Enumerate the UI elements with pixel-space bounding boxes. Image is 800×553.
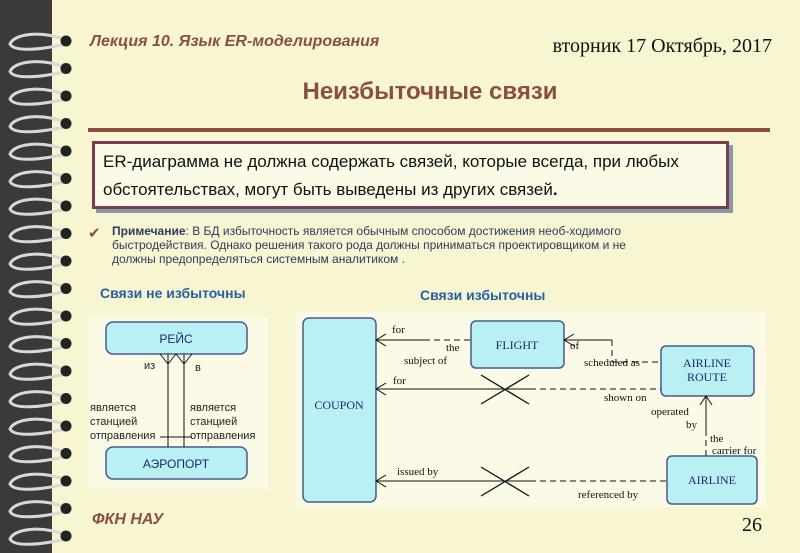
label-scheduled-as: scheduled as bbox=[584, 357, 640, 369]
binding-ring bbox=[8, 390, 72, 409]
note-text: : В БД избыточность является обычным спо… bbox=[112, 224, 626, 266]
entity-flight-label: FLIGHT bbox=[496, 338, 539, 352]
title-divider bbox=[88, 128, 770, 132]
entity-airport-label: АЭРОПОРТ bbox=[143, 457, 210, 471]
note-paragraph: Примечание: В БД избыточность является о… bbox=[112, 224, 672, 266]
entity-coupon bbox=[302, 317, 377, 503]
crowfoot-coupon-airline bbox=[375, 474, 387, 488]
binding-ring bbox=[8, 142, 72, 161]
binding-ring bbox=[8, 60, 72, 79]
label-shown-on: shown on bbox=[604, 392, 647, 404]
right-diagram: COUPON FLIGHT AIRLINE ROUTE AIRLINE for … bbox=[296, 312, 766, 507]
binding-ring bbox=[8, 170, 72, 189]
binding-ring bbox=[8, 115, 72, 134]
role-right-3: отправления bbox=[190, 430, 255, 442]
binding-ring bbox=[8, 87, 72, 106]
label-the: the bbox=[446, 342, 460, 354]
slide-date: вторник 17 Октябрь, 2017 bbox=[552, 35, 772, 57]
entity-flight bbox=[470, 320, 565, 369]
role-right-1: является bbox=[190, 402, 236, 414]
crowfoot-top bbox=[159, 353, 193, 365]
footer-org: ФКН НАУ bbox=[92, 511, 164, 528]
binding-ring bbox=[8, 527, 72, 546]
binding-ring bbox=[8, 335, 72, 354]
label-of: of bbox=[570, 340, 580, 352]
entity-coupon-label: COUPON bbox=[314, 398, 364, 412]
label-the-2: the bbox=[710, 433, 724, 445]
main-statement-box: ER-диаграмма не должна содержать связей,… bbox=[92, 141, 729, 209]
slide-title: Неизбыточные связи bbox=[302, 78, 558, 105]
binding-ring bbox=[8, 362, 72, 381]
lecture-title: Лекция 10. Язык ER-моделирования bbox=[90, 33, 380, 50]
spiral-binding bbox=[8, 32, 72, 546]
entity-airline bbox=[666, 455, 758, 505]
binding-ring bbox=[8, 307, 72, 326]
binding-ring bbox=[8, 500, 72, 519]
label-iz: из bbox=[144, 360, 155, 372]
label-for-2: for bbox=[393, 375, 406, 387]
role-left-3: отправления bbox=[90, 430, 155, 442]
role-left-1: является bbox=[90, 402, 136, 414]
entity-airline-label: AIRLINE bbox=[688, 473, 736, 487]
entity-airline-route-label-2: ROUTE bbox=[687, 370, 727, 384]
binding-ring bbox=[8, 32, 72, 51]
entity-reis-label: РЕЙС bbox=[159, 331, 193, 346]
label-referenced-by: referenced by bbox=[578, 489, 639, 501]
left-diagram-title: Связи не избыточны bbox=[100, 285, 246, 301]
cross-mark-2b bbox=[480, 466, 530, 497]
role-right-2: станцией bbox=[190, 416, 237, 428]
binding-ring bbox=[8, 252, 72, 271]
cross-mark-1b bbox=[480, 374, 530, 405]
label-v: в bbox=[195, 362, 201, 374]
label-for-1: for bbox=[392, 324, 405, 336]
label-by: by bbox=[686, 419, 698, 431]
binding-ring bbox=[8, 280, 72, 299]
main-statement-end: . bbox=[552, 180, 558, 199]
entity-airline-route-label-1: AIRLINE bbox=[683, 356, 731, 370]
crowfoot-route-airline bbox=[699, 395, 713, 406]
binding-ring bbox=[8, 417, 72, 436]
binding-ring bbox=[8, 472, 72, 491]
crowfoot-flight-route bbox=[563, 333, 575, 347]
entity-airline-route bbox=[660, 345, 755, 397]
crowfoot-coupon-flight bbox=[375, 333, 387, 347]
entity-airport bbox=[105, 446, 248, 480]
binding-ring bbox=[8, 197, 72, 216]
binding-ring bbox=[8, 445, 72, 464]
label-operated: operated bbox=[651, 406, 689, 418]
crowfoot-coupon-route bbox=[375, 382, 387, 396]
role-left-2: станцией bbox=[90, 416, 137, 428]
note-label: Примечание bbox=[112, 224, 186, 238]
right-diagram-title: Связи избыточны bbox=[420, 287, 546, 303]
page-number: 26 bbox=[742, 514, 762, 536]
label-subject-of: subject of bbox=[404, 355, 447, 367]
label-issued-by: issued by bbox=[397, 466, 439, 478]
label-carrier-for: carrier for bbox=[712, 445, 757, 457]
binding-ring bbox=[8, 225, 72, 244]
checkmark-icon: ✔ bbox=[88, 225, 101, 242]
left-diagram: РЕЙС АЭРОПОРТ из в является станцией отп… bbox=[88, 317, 268, 489]
main-statement-text: ER-диаграмма не должна содержать связей,… bbox=[103, 152, 679, 199]
